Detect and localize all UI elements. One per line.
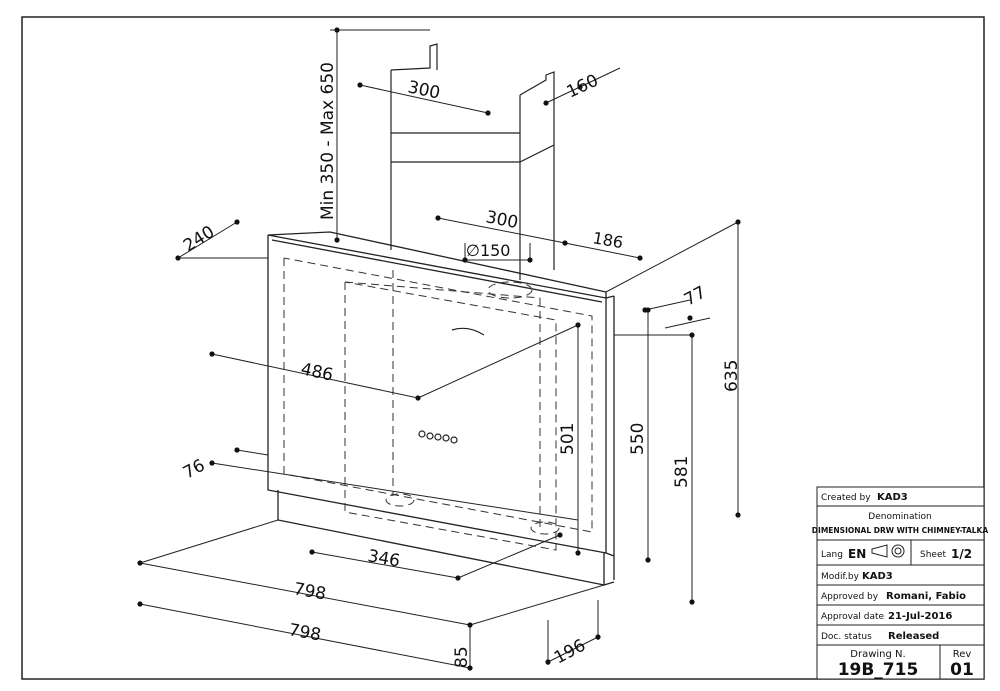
dim-offset-77: 77 (681, 283, 709, 311)
tb-date-label: Approval date (821, 612, 885, 622)
tb-approved-label: Approved by (821, 592, 879, 602)
tb-created-value: KAD3 (877, 492, 908, 503)
dim-depth-196: 196 (551, 636, 589, 669)
tb-status-value: Released (888, 631, 939, 642)
tb-rev-value: 01 (950, 660, 974, 680)
dim-height-85: 85 (452, 646, 472, 668)
dim-height-501: 501 (558, 423, 578, 455)
dim-height-635: 635 (722, 360, 742, 392)
dim-chimney-height: Min 350 - Max 650 (318, 62, 338, 220)
tb-drawing-label: Drawing N. (850, 649, 905, 660)
tb-modif-value: KAD3 (862, 571, 893, 582)
dim-top-width: 300 (484, 207, 520, 233)
tb-denomination-value: DIMENSIONAL DRW WITH CHIMNEY-TALKA (812, 526, 989, 535)
dim-height-581: 581 (672, 456, 692, 488)
dim-height-550: 550 (628, 423, 648, 455)
tb-created-label: Created by (821, 493, 871, 503)
tb-lang-value: EN (848, 547, 866, 561)
dim-outlet-offset: 186 (591, 228, 624, 252)
tb-lang-label: Lang (821, 550, 843, 560)
dim-width-798-upper: 798 (292, 579, 327, 604)
projection-symbol-icon (871, 544, 905, 558)
dimension-endpoints (137, 27, 741, 671)
hood-body (267, 231, 615, 586)
dimension-lines (139, 29, 739, 669)
sheet-border (21, 16, 985, 680)
tb-modif-label: Modif.by (821, 572, 860, 582)
dim-outlet-diameter: ∅150 (466, 241, 510, 260)
tb-drawing-value: 19B_715 (838, 660, 919, 680)
tb-sheet-label: Sheet (920, 550, 946, 560)
dim-bottom-346: 346 (366, 546, 401, 571)
control-panel (418, 327, 485, 444)
tb-denomination-label: Denomination (868, 512, 931, 522)
tb-rev-label: Rev (953, 649, 972, 660)
chimney (390, 43, 555, 280)
dim-chimney-width: 300 (406, 77, 442, 103)
hidden-lines (283, 257, 593, 551)
dim-side-top: 240 (180, 222, 218, 256)
tb-sheet-value: 1/2 (951, 547, 972, 561)
dim-width-798-lower: 798 (287, 620, 322, 645)
tb-approved-value: Romani, Fabio (886, 591, 966, 602)
tb-date-value: 21-Jul-2016 (888, 611, 952, 622)
dim-chimney-depth: 160 (564, 71, 602, 103)
dim-offset-76: 76 (180, 456, 208, 484)
title-block (816, 486, 985, 680)
tb-status-label: Doc. status (821, 632, 872, 642)
dim-depth-486: 486 (299, 359, 335, 385)
